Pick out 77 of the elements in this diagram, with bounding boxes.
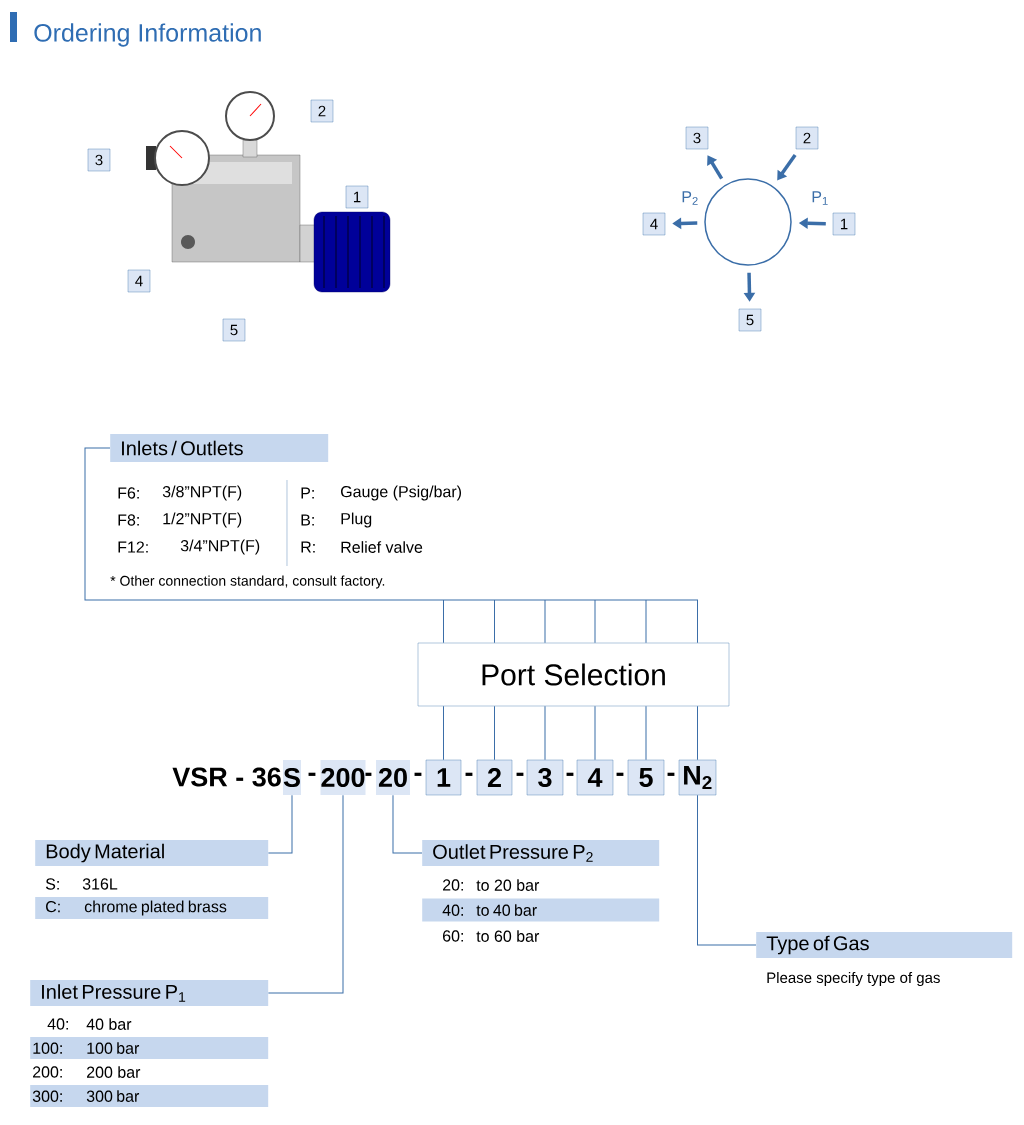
code-segment: 1 [425,759,462,796]
connector-line [392,794,423,854]
connector-line [84,447,698,644]
title: Ordering Information [34,23,261,47]
highlighted-row: 300: 300 bar [30,1085,269,1107]
connector-line [544,705,546,761]
section-header: Body Material [35,840,269,866]
option-description: 3/8”NPT(F) [162,485,242,501]
option-description: 200 bar [87,1066,141,1078]
callout-number: 1 [832,212,856,236]
option-code: 40: [47,1018,68,1030]
section-header: Inlet Pressure P$_{1}$ [30,980,269,1006]
option-code: F12: [118,541,148,553]
option-description: to 20 bar [476,879,540,891]
option-description: Plug [341,512,372,528]
separator-dash: - [667,772,675,776]
callout-number: 5 [738,308,762,332]
separator-dash: - [616,772,624,776]
highlighted-row: 40: to 40 bar [422,898,660,922]
port-selection-box: Port Selection [417,642,730,707]
connector-line [594,705,596,761]
connector-line [697,705,698,761]
highlighted-row: 100: 100 bar [30,1037,269,1059]
option-code: 200: [33,1066,62,1078]
regulator-drawing [146,91,391,293]
callout-number: 3 [87,148,111,172]
code-segment: 20 [376,760,410,795]
option-code: B: [301,514,314,526]
option-description: 316L [82,878,118,890]
option-description: 40 bar [86,1018,132,1030]
connector-line [494,705,495,761]
code-segment: 5 [627,759,665,796]
callout-number: 4 [127,269,151,293]
connector-line [267,794,344,994]
option-code: 20: [443,879,463,891]
code-segment: 200 [320,760,366,795]
code-segment: 3 [526,759,564,796]
callout-number: 4 [642,212,666,236]
pressure-label: P$_{2}$ [682,191,698,205]
connector-line [645,705,647,761]
flow-arrow [707,155,724,180]
option-code: F8: [118,514,139,526]
code-segment: N$_{2}$ [678,759,717,796]
section-header: Type of Gas [756,932,1013,958]
option-code: S: [45,878,59,890]
footnote: * Other connection standard, consult factory. [110,575,385,589]
code-segment: 4 [576,759,614,796]
option-code: R: [301,541,315,553]
code-segment: S [283,760,301,795]
callout-number: 3 [685,126,709,150]
callout-number: 1 [345,185,369,209]
callout-number: 2 [795,126,819,150]
separator-dash: - [465,772,473,776]
flow-circle [704,178,792,266]
separator-dash: - [516,772,524,776]
connector-line [697,794,757,946]
connector-line [267,794,293,854]
code-segment: 2 [476,759,513,796]
section-header: Outlet Pressure P$_{2}$ [422,840,660,866]
connector-line [443,705,444,761]
separator-dash: - [566,772,574,776]
option-code: F6: [118,487,139,499]
callout-number: 2 [310,99,334,123]
highlighted-row: C: chrome plated brass [35,897,269,919]
separator-dash: - [308,772,316,776]
option-code: P: [301,487,314,499]
pressure-label: P$_{1}$ [812,191,828,205]
callout-number: 5 [222,318,246,342]
option-description: Gauge (Psig/bar) [341,485,461,501]
option-description: 3/4”NPT(F) [180,539,260,555]
option-description: 1/2”NPT(F) [163,512,242,528]
instruction-text: Please specify type of gas [767,972,940,986]
model-code: VSR - 36 [172,767,281,787]
section-header: Inlets / Outlets [110,434,329,462]
separator-dash: - [364,772,372,776]
option-description: Relief valve [341,541,423,553]
separator-dash: - [414,772,422,776]
